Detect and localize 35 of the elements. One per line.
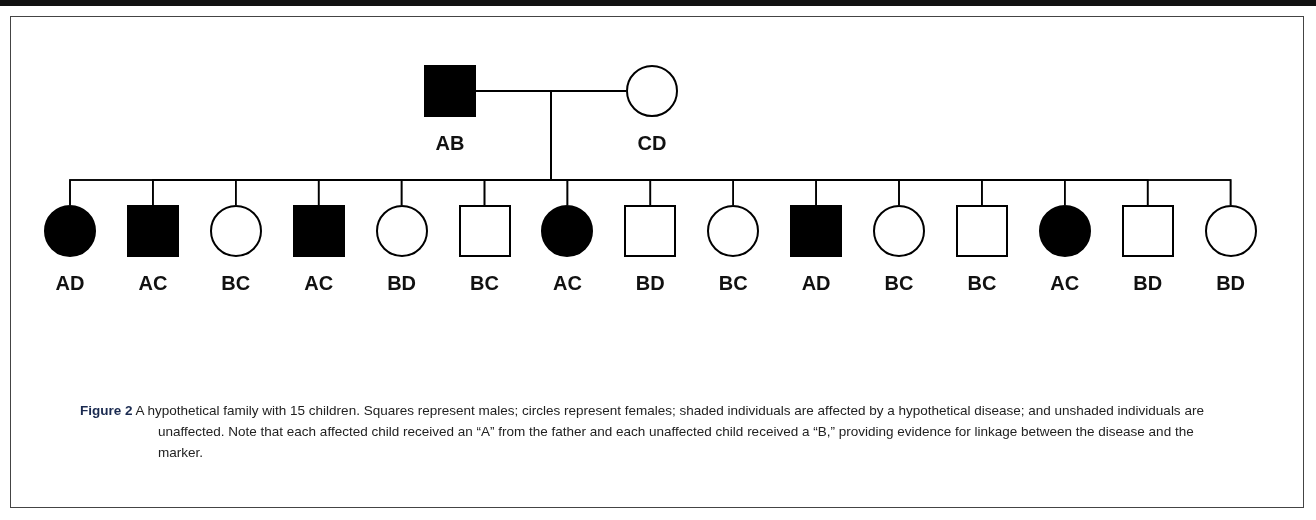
genotype-label: BD xyxy=(1215,272,1247,295)
square-shaded-symbol xyxy=(292,205,345,257)
circle-shaded-symbol xyxy=(44,205,96,257)
circle-unshaded-symbol xyxy=(873,205,925,257)
genotype-label: BC xyxy=(469,272,500,295)
genotype-label: AB xyxy=(434,132,466,155)
genotype-label: BC xyxy=(717,272,749,295)
genotype-label: AD xyxy=(54,272,86,295)
square-unshaded-symbol xyxy=(458,205,511,257)
square-shaded-symbol xyxy=(424,65,476,117)
genotype-label: BD xyxy=(634,272,666,295)
genotype-label: CD xyxy=(636,132,668,155)
genotype-label: BD xyxy=(386,272,418,295)
square-unshaded-symbol xyxy=(624,205,677,257)
square-shaded-symbol xyxy=(126,205,179,257)
figure-caption: Figure 2 A hypothetical family with 15 children. Squares represent males; circles represent females; shaded individuals are affected by a hypothetical disease; and unshaded individuals are unaffected. Note that each affected child received an “A” from the father and each unaffected child received a “B,” providing evidence for linkage between the disease and the marker. xyxy=(80,402,1205,462)
circle-unshaded-symbol xyxy=(626,65,678,117)
genotype-label: BC xyxy=(966,272,998,295)
genotype-label: AC xyxy=(1049,272,1081,295)
genotype-label: BD xyxy=(1132,272,1164,295)
genotype-label: BC xyxy=(220,272,252,295)
genotype-label: AC xyxy=(303,272,335,295)
square-shaded-symbol xyxy=(790,205,843,257)
circle-unshaded-symbol xyxy=(1204,205,1257,257)
circle-shaded-symbol xyxy=(1038,205,1091,257)
genotype-label: AC xyxy=(551,272,583,295)
square-unshaded-symbol xyxy=(955,205,1008,257)
circle-shaded-symbol xyxy=(541,205,594,257)
circle-unshaded-symbol xyxy=(375,205,428,257)
circle-unshaded-symbol xyxy=(707,205,760,257)
genotype-label: AC xyxy=(137,272,169,295)
circle-unshaded-symbol xyxy=(209,205,262,257)
square-unshaded-symbol xyxy=(1121,205,1174,257)
genotype-label: BC xyxy=(883,272,915,295)
genotype-label: AD xyxy=(800,272,832,295)
